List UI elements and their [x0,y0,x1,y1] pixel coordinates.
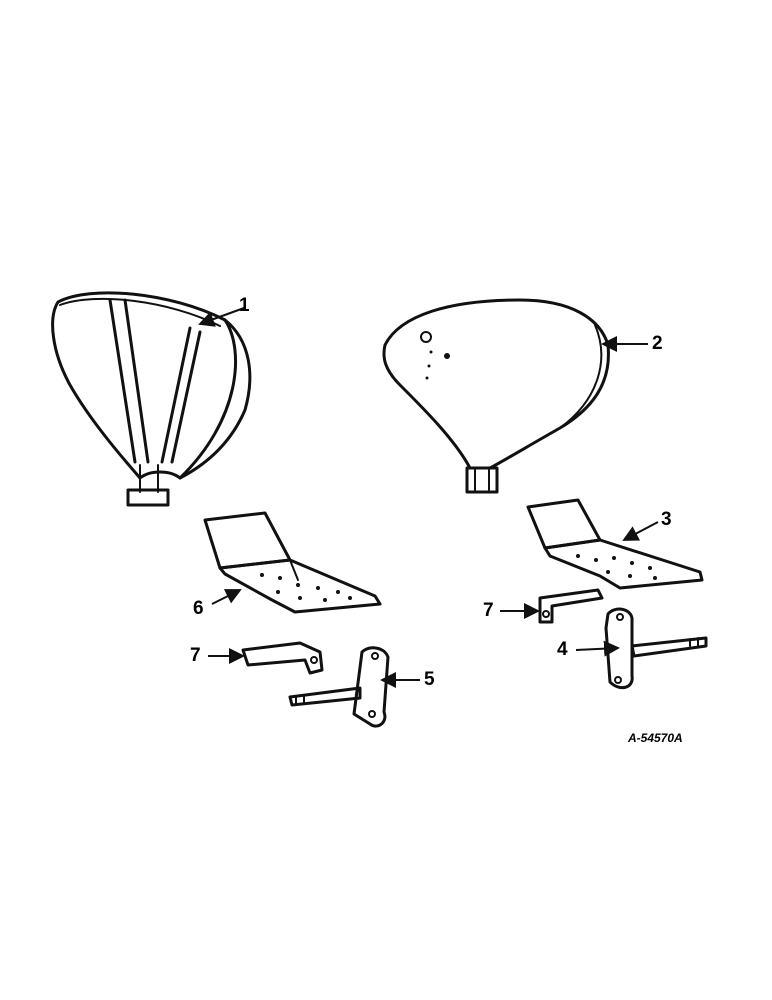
callout-7-left: 7 [190,645,201,666]
mount-pan-part-3 [526,498,704,590]
leader-line-6 [211,589,242,605]
leader-line-1 [198,307,245,327]
seat-part-1 [51,291,252,507]
mount-pan-part-6 [203,511,382,614]
callout-4: 4 [557,639,568,660]
callout-6: 6 [193,598,204,619]
angle-bracket-part-7-right [538,588,604,624]
callout-7-right: 7 [483,600,494,621]
mount-bracket-part-5 [288,646,390,728]
leader-line-3 [622,521,659,541]
callout-5: 5 [424,669,435,690]
callout-2: 2 [652,333,663,354]
mount-bracket-part-4 [604,607,708,690]
callout-1: 1 [239,295,250,316]
drawing-reference-number: A-54570A [628,731,683,745]
leader-line-4 [575,640,620,657]
callout-3: 3 [661,509,672,530]
angle-bracket-part-7-left [241,641,324,675]
seat-part-2 [382,298,610,494]
